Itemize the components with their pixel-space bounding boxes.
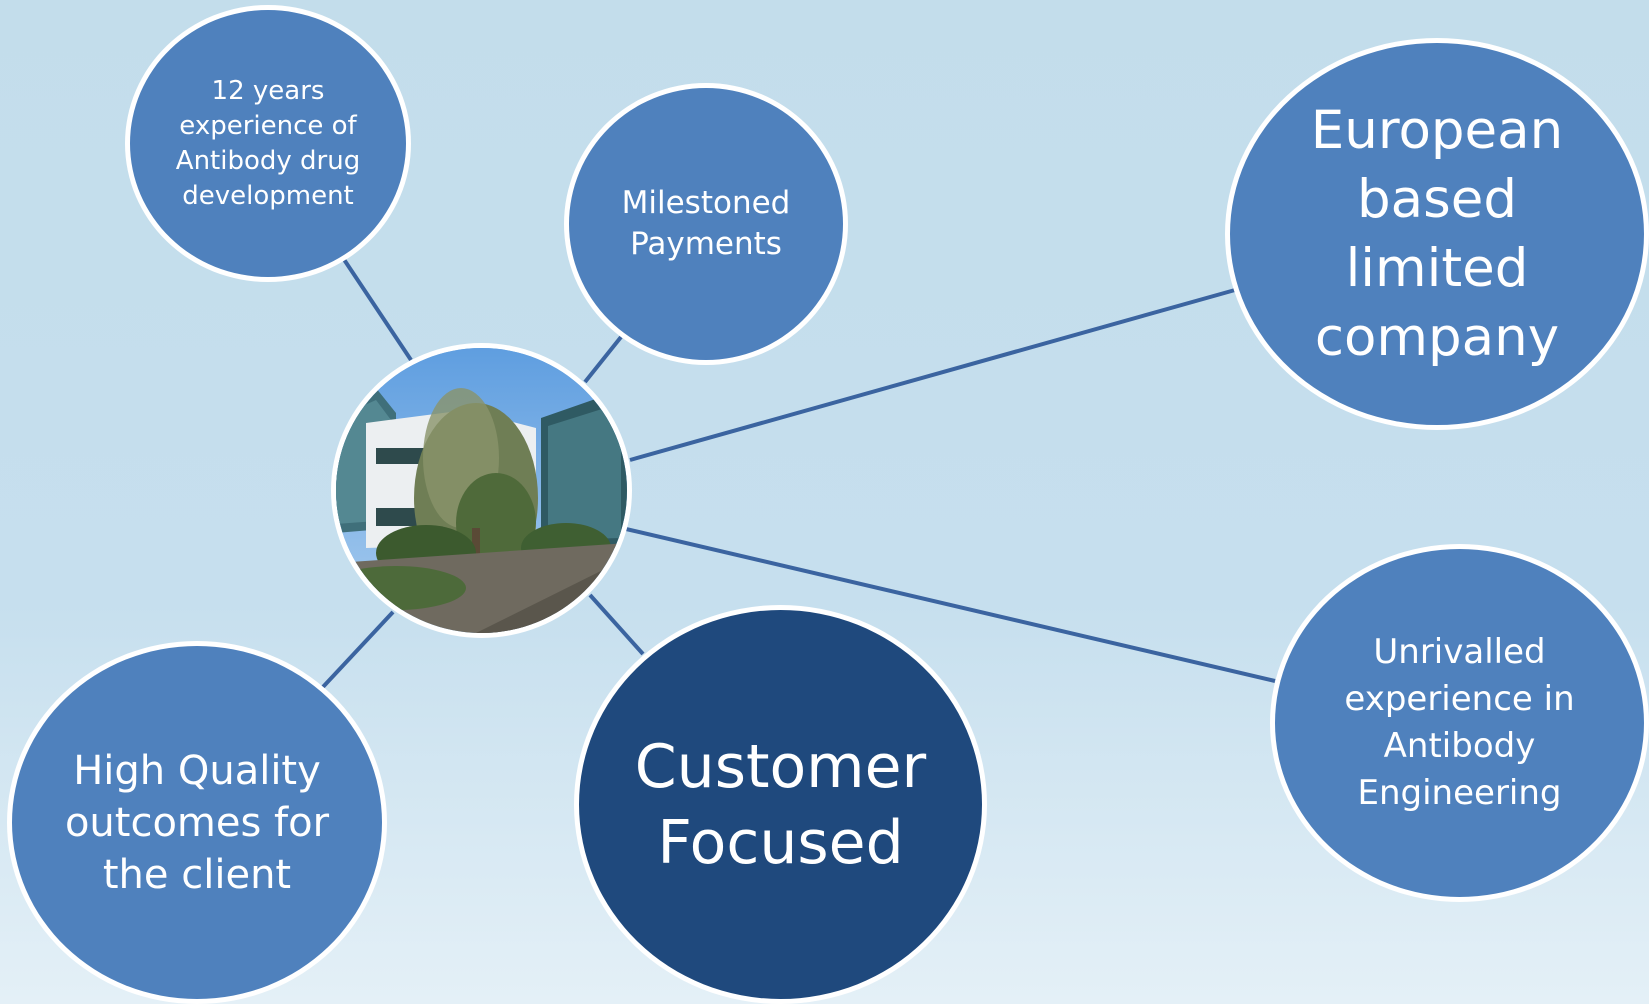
- node-european-label: European based limited company: [1310, 100, 1564, 368]
- connector-unrivalled: [625, 527, 1276, 683]
- connector-milestoned: [583, 335, 623, 384]
- hub-building-photo: [331, 343, 632, 638]
- node-experience-label: 12 years experience of Antibody drug dev…: [175, 75, 361, 211]
- building-photo-image: [336, 348, 627, 633]
- node-quality-label: High Quality outcomes for the client: [64, 747, 330, 898]
- node-quality: High Quality outcomes for the client: [7, 641, 387, 1004]
- node-experience: 12 years experience of Antibody drug dev…: [125, 5, 411, 282]
- node-customer-label: Customer Focused: [634, 731, 927, 878]
- connector-quality: [320, 610, 395, 690]
- connector-customer: [588, 593, 645, 656]
- node-unrivalled: Unrivalled experience in Antibody Engine…: [1270, 544, 1649, 902]
- node-milestoned: Milestoned Payments: [564, 83, 848, 365]
- connector-experience: [341, 256, 413, 362]
- node-milestoned-label: Milestoned Payments: [621, 185, 791, 262]
- connector-european: [629, 288, 1236, 462]
- node-european: European based limited company: [1225, 38, 1649, 430]
- node-unrivalled-label: Unrivalled experience in Antibody Engine…: [1344, 632, 1575, 813]
- node-customer-focused: Customer Focused: [574, 605, 987, 1004]
